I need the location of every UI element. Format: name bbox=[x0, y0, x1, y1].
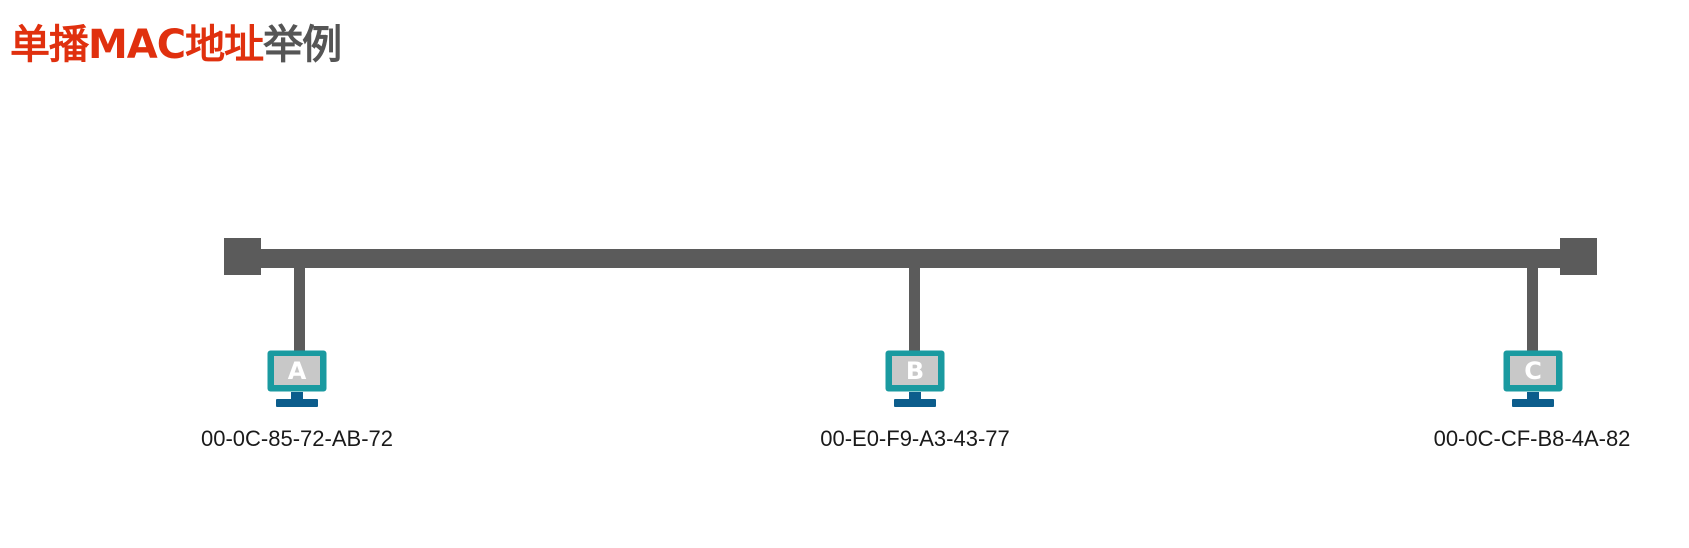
computer-icon: C bbox=[1503, 350, 1563, 407]
mac-address-a: 00-0C-85-72-AB-72 bbox=[201, 426, 393, 451]
drop-cable-a bbox=[294, 266, 305, 352]
host-label: B bbox=[906, 357, 924, 385]
page-title: 单播MAC地址举例 bbox=[10, 16, 342, 74]
computer-icon: A bbox=[267, 350, 327, 407]
host-label: A bbox=[288, 357, 307, 385]
drop-cable-c bbox=[1527, 266, 1538, 352]
ethernet-bus bbox=[224, 249, 1576, 268]
mac-address-c: 00-0C-CF-B8-4A-82 bbox=[1433, 426, 1631, 451]
host-a: A bbox=[266, 349, 328, 411]
drop-cable-b bbox=[909, 266, 920, 352]
host-c: C bbox=[1502, 349, 1564, 411]
host-b: B bbox=[884, 349, 946, 411]
computer-icon: B bbox=[885, 350, 945, 407]
title-highlight: 单播MAC地址 bbox=[10, 22, 264, 68]
mac-address-b: 00-E0-F9-A3-43-77 bbox=[820, 426, 1010, 451]
title-rest: 举例 bbox=[263, 22, 342, 68]
host-label: C bbox=[1524, 357, 1542, 385]
